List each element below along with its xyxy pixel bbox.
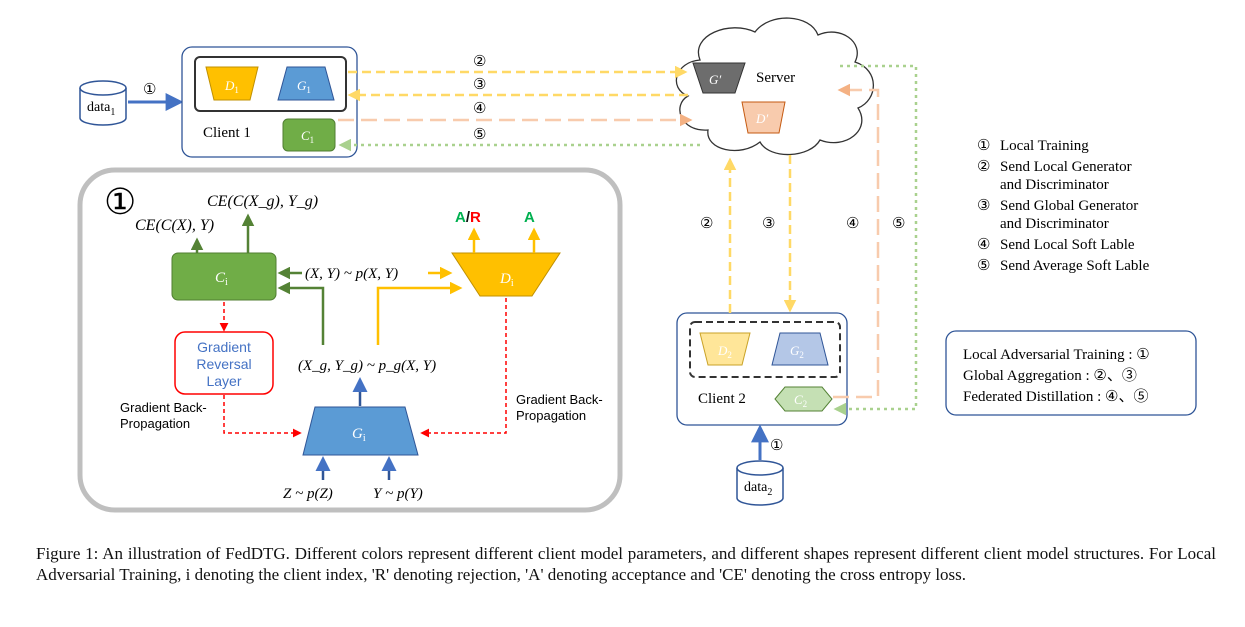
grl-line2: Reversal <box>196 356 251 372</box>
grl-to-generator-arrow <box>223 395 302 438</box>
label-distribution-label: Y ~ p(Y) <box>373 486 423 502</box>
flow-c2-label-2: ② <box>700 216 713 232</box>
gradient-reversal-layer <box>174 331 274 395</box>
ce-real-loss-label: CE(C(X), Y) <box>135 217 214 234</box>
client1-data-label: data1 <box>87 100 115 118</box>
server-discriminator-label: D′ <box>755 111 768 126</box>
client1-name: Client 1 <box>203 125 251 141</box>
legend-num-5: ⑤ <box>977 258 990 274</box>
detail-step-label: ① <box>104 182 136 222</box>
gbp-right-line2: Propagation <box>516 408 586 423</box>
client2-discriminator <box>699 332 751 366</box>
gbp-right-line1: Gradient Back- <box>516 392 603 407</box>
legend-text-4: Send Local Soft Lable <box>1000 237 1135 253</box>
flow-c2-send-soft-label <box>833 83 880 399</box>
detail-classifier-label: Ci <box>215 270 228 288</box>
discriminator-output-ar: A/R <box>455 209 481 226</box>
legend-num-2: ② <box>977 159 990 175</box>
client1-step-label: ① <box>143 82 156 98</box>
grl-line3: Layer <box>206 373 241 389</box>
noise-distribution-label: Z ~ p(Z) <box>283 486 333 502</box>
flow-c2-label-5: ⑤ <box>892 216 905 232</box>
server-generator-label: G′ <box>709 72 721 87</box>
ce-generated-loss-label: CE(C(X_g), Y_g) <box>207 193 318 210</box>
fed-dtg-diagram: data1 ① D1 G1 Client 1 C1 G′ Server D′ ②… <box>77 17 1197 513</box>
client2-name: Client 2 <box>698 391 746 407</box>
flow-c1-label-3: ③ <box>473 77 486 93</box>
server-name: Server <box>756 70 795 86</box>
legend-num-3: ③ <box>977 198 990 214</box>
client1-generator-label: G1 <box>297 78 311 95</box>
client2-data-label: data2 <box>744 480 772 498</box>
client2-data-store: data2 <box>736 460 784 506</box>
client1-classifier <box>282 118 336 152</box>
client2-generator-label: G2 <box>790 343 804 360</box>
legend-text-3b: and Discriminator <box>1000 216 1109 232</box>
client1-gan-group <box>194 56 347 112</box>
legend-text-3a: Send Global Generator <box>1000 198 1138 214</box>
summary-line-1: Local Adversarial Training : ① <box>963 347 1150 363</box>
server-generator <box>692 62 746 94</box>
client2-discriminator-label: D2 <box>717 343 732 360</box>
client1-discriminator-label: D1 <box>224 78 239 95</box>
flow-c1-label-2: ② <box>473 54 486 70</box>
flow-c2-label-3: ③ <box>762 216 775 232</box>
flow-c1-label-4: ④ <box>473 101 486 117</box>
client2-classifier <box>774 386 833 412</box>
client2-classifier-label: C2 <box>794 392 807 409</box>
detail-generator <box>302 406 419 456</box>
client1-data-store: data1 <box>79 80 127 126</box>
detail-discriminator <box>451 252 561 297</box>
server-discriminator <box>741 101 786 134</box>
legend: ① Local Training ② Send Local Generator … <box>977 138 1150 274</box>
flow-c2-receive-avg-label <box>833 64 918 416</box>
discriminator-to-generator-arrow <box>420 298 507 438</box>
legend-text-2b: and Discriminator <box>1000 177 1109 193</box>
discriminator-output-a: A <box>524 209 535 226</box>
client1-classifier-label: C1 <box>301 128 314 145</box>
legend-num-1: ① <box>977 138 990 154</box>
detail-classifier <box>171 252 277 301</box>
gbp-left-line2: Propagation <box>120 416 190 431</box>
figure-caption: Figure 1: An illustration of FedDTG. Dif… <box>36 544 1216 584</box>
client1-discriminator <box>205 66 259 101</box>
generated-to-classifier-arrow <box>277 281 325 345</box>
legend-num-4: ④ <box>977 237 990 253</box>
generated-distribution-label: (X_g, Y_g) ~ p_g(X, Y) <box>298 358 436 374</box>
grl-line1: Gradient <box>197 339 251 355</box>
generated-to-discriminator-arrow <box>376 281 463 345</box>
client1-generator <box>277 66 335 101</box>
legend-text-2a: Send Local Generator <box>1000 159 1132 175</box>
legend-text-1: Local Training <box>1000 138 1089 154</box>
detail-discriminator-label: Di <box>499 271 514 289</box>
client2-generator <box>771 332 829 366</box>
client2-step-label: ① <box>770 438 783 454</box>
legend-text-5: Send Average Soft Lable <box>1000 258 1150 274</box>
detail-generator-label: Gi <box>352 426 366 444</box>
real-distribution-label: (X, Y) ~ p(X, Y) <box>305 266 398 282</box>
client2-gan-group <box>689 321 841 378</box>
summary-line-2: Global Aggregation : ②、③ <box>963 367 1137 384</box>
summary-line-3: Federated Distillation : ④、⑤ <box>963 388 1149 405</box>
flow-c1-label-5: ⑤ <box>473 127 486 143</box>
flow-c2-label-4: ④ <box>846 216 859 232</box>
gbp-left-line1: Gradient Back- <box>120 400 207 415</box>
summary-box <box>945 330 1197 416</box>
